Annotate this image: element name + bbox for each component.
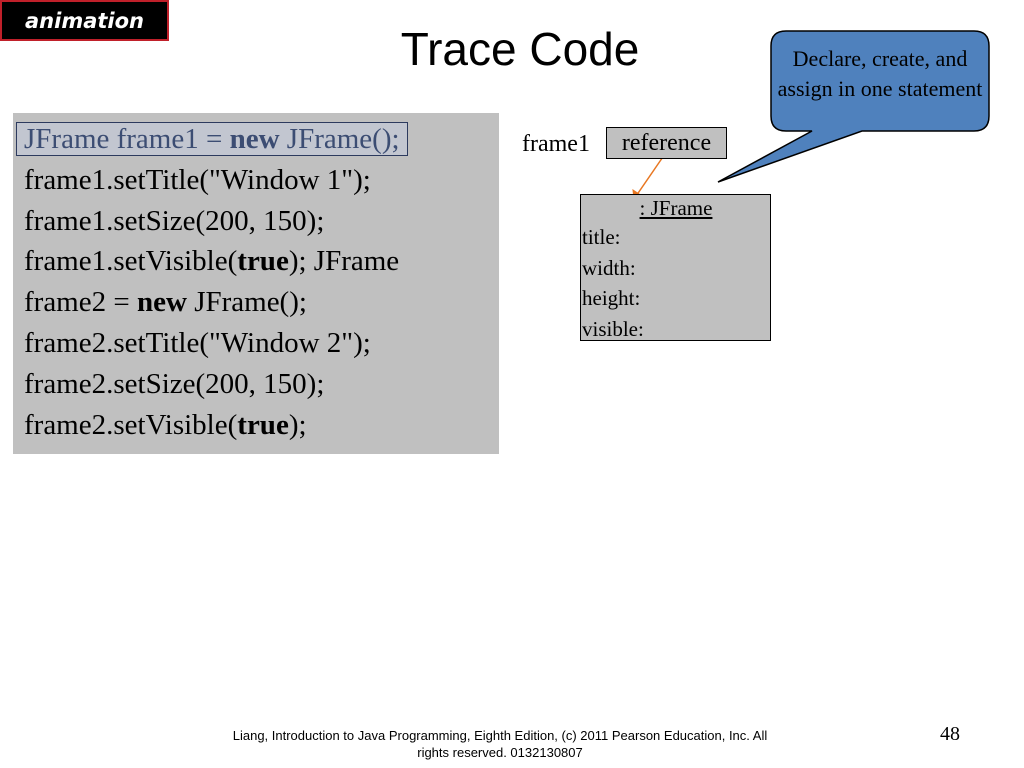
code-line-6: frame2.setTitle("Window 2"); bbox=[24, 326, 371, 359]
object-field-width: width: bbox=[582, 255, 636, 280]
code-line-3: frame1.setSize(200, 150); bbox=[24, 204, 325, 237]
code-text: JFrame(); bbox=[279, 123, 400, 155]
object-field-visible: visible: bbox=[582, 316, 644, 341]
footer-line-2: rights reserved. 0132130807 bbox=[417, 745, 583, 760]
code-line-5: frame2 = new JFrame(); bbox=[24, 282, 499, 323]
footer-copyright: Liang, Introduction to Java Programming,… bbox=[200, 727, 800, 761]
object-field-height: height: bbox=[582, 286, 641, 310]
jframe-object-box: : JFrame title: width: height: visible: bbox=[580, 194, 771, 341]
code-line-1: JFrame frame1 = new JFrame(); bbox=[16, 119, 499, 160]
code-text: frame1.setVisible( bbox=[24, 245, 238, 278]
callout-text: Declare, create, and assign in one state… bbox=[777, 46, 983, 101]
code-keyword: true bbox=[237, 245, 289, 278]
page-number: 48 bbox=[940, 723, 960, 745]
reference-label: reference bbox=[621, 130, 712, 156]
code-block: JFrame frame1 = new JFrame(); frame1.set… bbox=[13, 113, 499, 454]
code-keyword: new bbox=[136, 286, 187, 319]
code-text: frame2.setVisible( bbox=[24, 408, 238, 441]
code-text: ); bbox=[288, 408, 307, 441]
code-text: JFrame(); bbox=[186, 286, 307, 319]
code-text: frame2 = bbox=[24, 286, 137, 319]
animation-badge: animation bbox=[0, 0, 169, 41]
object-field-title: title: bbox=[582, 225, 621, 249]
code-keyword: true bbox=[237, 408, 289, 441]
frame1-variable-label: frame1 bbox=[522, 131, 590, 157]
reference-box: reference bbox=[606, 127, 727, 159]
footer-line-1: Liang, Introduction to Java Programming,… bbox=[232, 728, 768, 743]
code-text: ); JFrame bbox=[288, 245, 400, 278]
code-line-2: frame1.setTitle("Window 1"); bbox=[24, 163, 371, 196]
code-line-4: frame1.setVisible(true); JFrame bbox=[24, 241, 499, 282]
code-text: JFrame frame1 = bbox=[24, 123, 230, 155]
code-line-8: frame2.setVisible(true); bbox=[24, 405, 499, 446]
code-line-7: frame2.setSize(200, 150); bbox=[24, 367, 325, 400]
animation-badge-label: animation bbox=[25, 8, 144, 33]
slide-title: Trace Code bbox=[400, 23, 640, 75]
jframe-object-title: : JFrame bbox=[639, 196, 713, 220]
current-line-highlight: JFrame frame1 = new JFrame(); bbox=[16, 122, 408, 156]
code-keyword: new bbox=[229, 123, 280, 155]
